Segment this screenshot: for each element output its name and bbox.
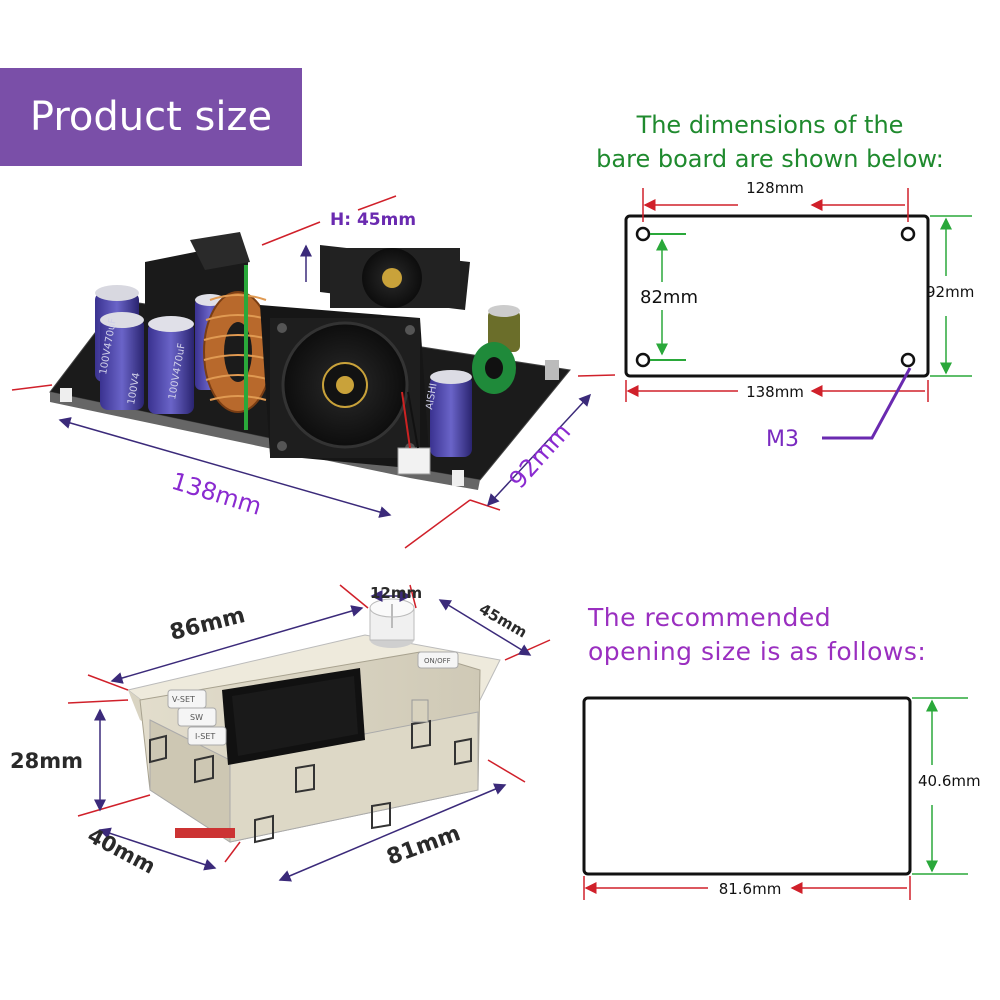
screw-label: M3 bbox=[766, 427, 799, 452]
bare-board-heading-line2: bare board are shown below: bbox=[596, 145, 944, 173]
opening-heading-line1: The recommended bbox=[588, 603, 832, 632]
front-panel-dimensions bbox=[67, 584, 551, 882]
opening-drawing bbox=[582, 696, 968, 900]
opening-width-label: 81.6mm bbox=[719, 880, 782, 898]
pcb-illustration: 100V470uF 100V470uF 100V4 AISHI bbox=[49, 232, 571, 490]
onoff-button bbox=[417, 651, 459, 669]
depth-top-label: 45mm bbox=[476, 600, 530, 642]
cap-label-d: AISHI bbox=[424, 382, 439, 410]
pcb-height-label: H: 45mm bbox=[330, 210, 416, 230]
pcb-dimensions bbox=[11, 195, 616, 549]
panel-height-label: 28mm bbox=[10, 749, 83, 773]
bare-board-outline bbox=[624, 214, 930, 378]
hole-spacing-x-label: 128mm bbox=[746, 179, 804, 197]
panel-width-label: 86mm bbox=[167, 603, 247, 646]
page-title: Product size bbox=[29, 94, 273, 140]
onoff-label: ON/OFF bbox=[424, 657, 451, 665]
opening-heading-line2: opening size is as follows: bbox=[588, 637, 927, 666]
mount-hole-bl bbox=[635, 352, 651, 368]
hole-spacing-y-label: 82mm bbox=[640, 287, 698, 308]
vset-label: V-SET bbox=[172, 695, 195, 704]
opening-height-label: 40.6mm bbox=[918, 772, 981, 790]
knob-label: 12mm bbox=[370, 584, 422, 602]
sw-label: SW bbox=[190, 713, 203, 722]
iset-label: I-SET bbox=[195, 732, 215, 741]
bare-board-drawing bbox=[624, 188, 972, 440]
mount-hole-tl bbox=[635, 226, 651, 242]
opening-outline bbox=[582, 696, 912, 876]
panel-depth-label: 40mm bbox=[84, 823, 160, 878]
mount-hole-tr bbox=[900, 226, 916, 242]
bare-board-heading-line1: The dimensions of the bbox=[636, 111, 904, 139]
board-width-label: 138mm bbox=[746, 383, 804, 401]
sw-button bbox=[177, 707, 217, 727]
mount-hole-br bbox=[900, 352, 916, 368]
board-height-label: 92mm bbox=[926, 283, 974, 301]
capacitor-group bbox=[95, 285, 520, 457]
panel-length-label: 81mm bbox=[384, 821, 464, 871]
title-banner bbox=[0, 68, 302, 166]
iset-button bbox=[187, 726, 227, 746]
